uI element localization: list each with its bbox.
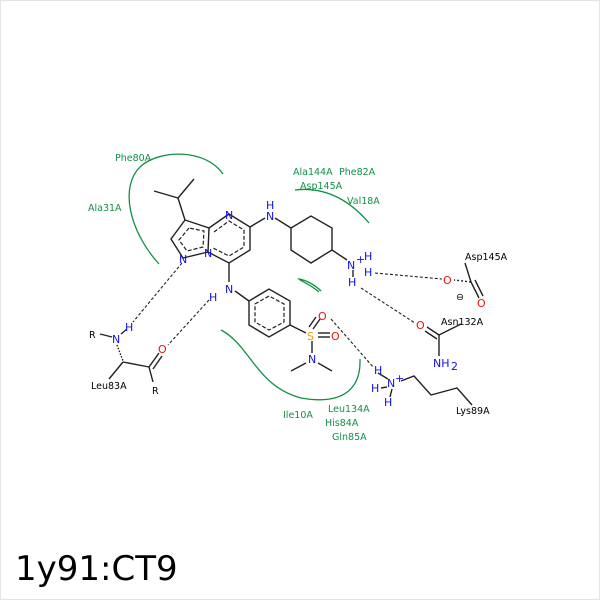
atom-n: N: [225, 209, 233, 222]
atom-n: N: [204, 247, 212, 260]
residue-label-val18a: Val18A: [347, 196, 380, 207]
residue-label-ala31a: Ala31A: [88, 203, 122, 214]
atom-h: H: [364, 250, 372, 263]
residue-label-leu134a: Leu134A: [328, 404, 370, 415]
atom-h: H: [384, 396, 392, 409]
atom-n: N: [112, 333, 120, 346]
residue-label-his84a: His84A: [325, 418, 359, 429]
hydrophobic-arc-val18: [294, 188, 370, 224]
atom-o: O: [477, 297, 486, 310]
residue-label-ala144a: Ala144A: [293, 167, 333, 178]
residue-label-phe80a: Phe80A: [115, 153, 152, 164]
charge-minus: ⊖: [456, 292, 464, 303]
hbond-leu83-n1: [132, 262, 183, 323]
atom-r: R: [152, 386, 159, 397]
residue-structures: [99, 262, 484, 406]
atom-r: R: [89, 330, 96, 341]
hydrophobic-arc-phe80-ala31: [128, 153, 224, 265]
hbond-asp145: [374, 272, 443, 280]
residue-label-asp145a-hbond: Asp145A: [465, 252, 508, 263]
residue-label-gln85a: Gln85A: [332, 432, 367, 443]
atom-o: O: [416, 319, 425, 332]
atom-n: N: [387, 377, 395, 390]
hbond-leu83-o-nh: [167, 299, 210, 346]
atom-o: O: [158, 343, 167, 356]
residue-label-lys89a: Lys89A: [456, 406, 490, 417]
atom-h: H: [364, 266, 372, 279]
atom-n: N: [179, 253, 187, 266]
residue-label-leu83a: Leu83A: [91, 381, 127, 392]
hbond-asn132: [360, 287, 416, 324]
residue-label-asn132a: Asn132A: [441, 317, 484, 328]
atom-n: N: [266, 210, 274, 223]
charge-plus: +: [395, 372, 404, 385]
atom-nh2: NH: [433, 357, 450, 370]
atom-h: H: [371, 382, 379, 395]
atom-s: S: [307, 330, 314, 343]
atom-h: H: [266, 199, 274, 212]
atom-labels: N N N N H N H N + H H H S O O N R N H O …: [89, 199, 486, 409]
atom-o: O: [318, 310, 327, 323]
atom-nh2-subscript: 2: [451, 360, 458, 373]
atom-h: H: [209, 291, 217, 304]
atom-n: N: [225, 283, 233, 296]
atom-n: N: [308, 353, 316, 366]
ligand-structure: [153, 178, 348, 372]
hydrophobic-contacts: [128, 153, 370, 401]
hydrophobic-arc-small: [297, 278, 322, 293]
hbond-lys89: [330, 318, 375, 369]
residue-labels: Phe80A Ala31A Ala144A Phe82A Asp145A Val…: [88, 153, 508, 443]
diagram-title: 1y91:CT9: [15, 549, 178, 589]
atom-o: O: [331, 330, 340, 343]
hydrogen-bonds: [132, 262, 443, 369]
atom-h: H: [348, 276, 356, 289]
atom-h: H: [374, 364, 382, 377]
residue-label-phe82a: Phe82A: [339, 167, 376, 178]
charge-plus: +: [356, 253, 365, 266]
atom-o: O: [443, 274, 452, 287]
atom-h: H: [125, 321, 133, 334]
atom-n: N: [347, 259, 355, 272]
residue-label-asp145a: Asp145A: [300, 181, 343, 192]
hydrophobic-arc-ile10: [220, 329, 361, 401]
residue-label-ile10a: Ile10A: [283, 410, 313, 421]
